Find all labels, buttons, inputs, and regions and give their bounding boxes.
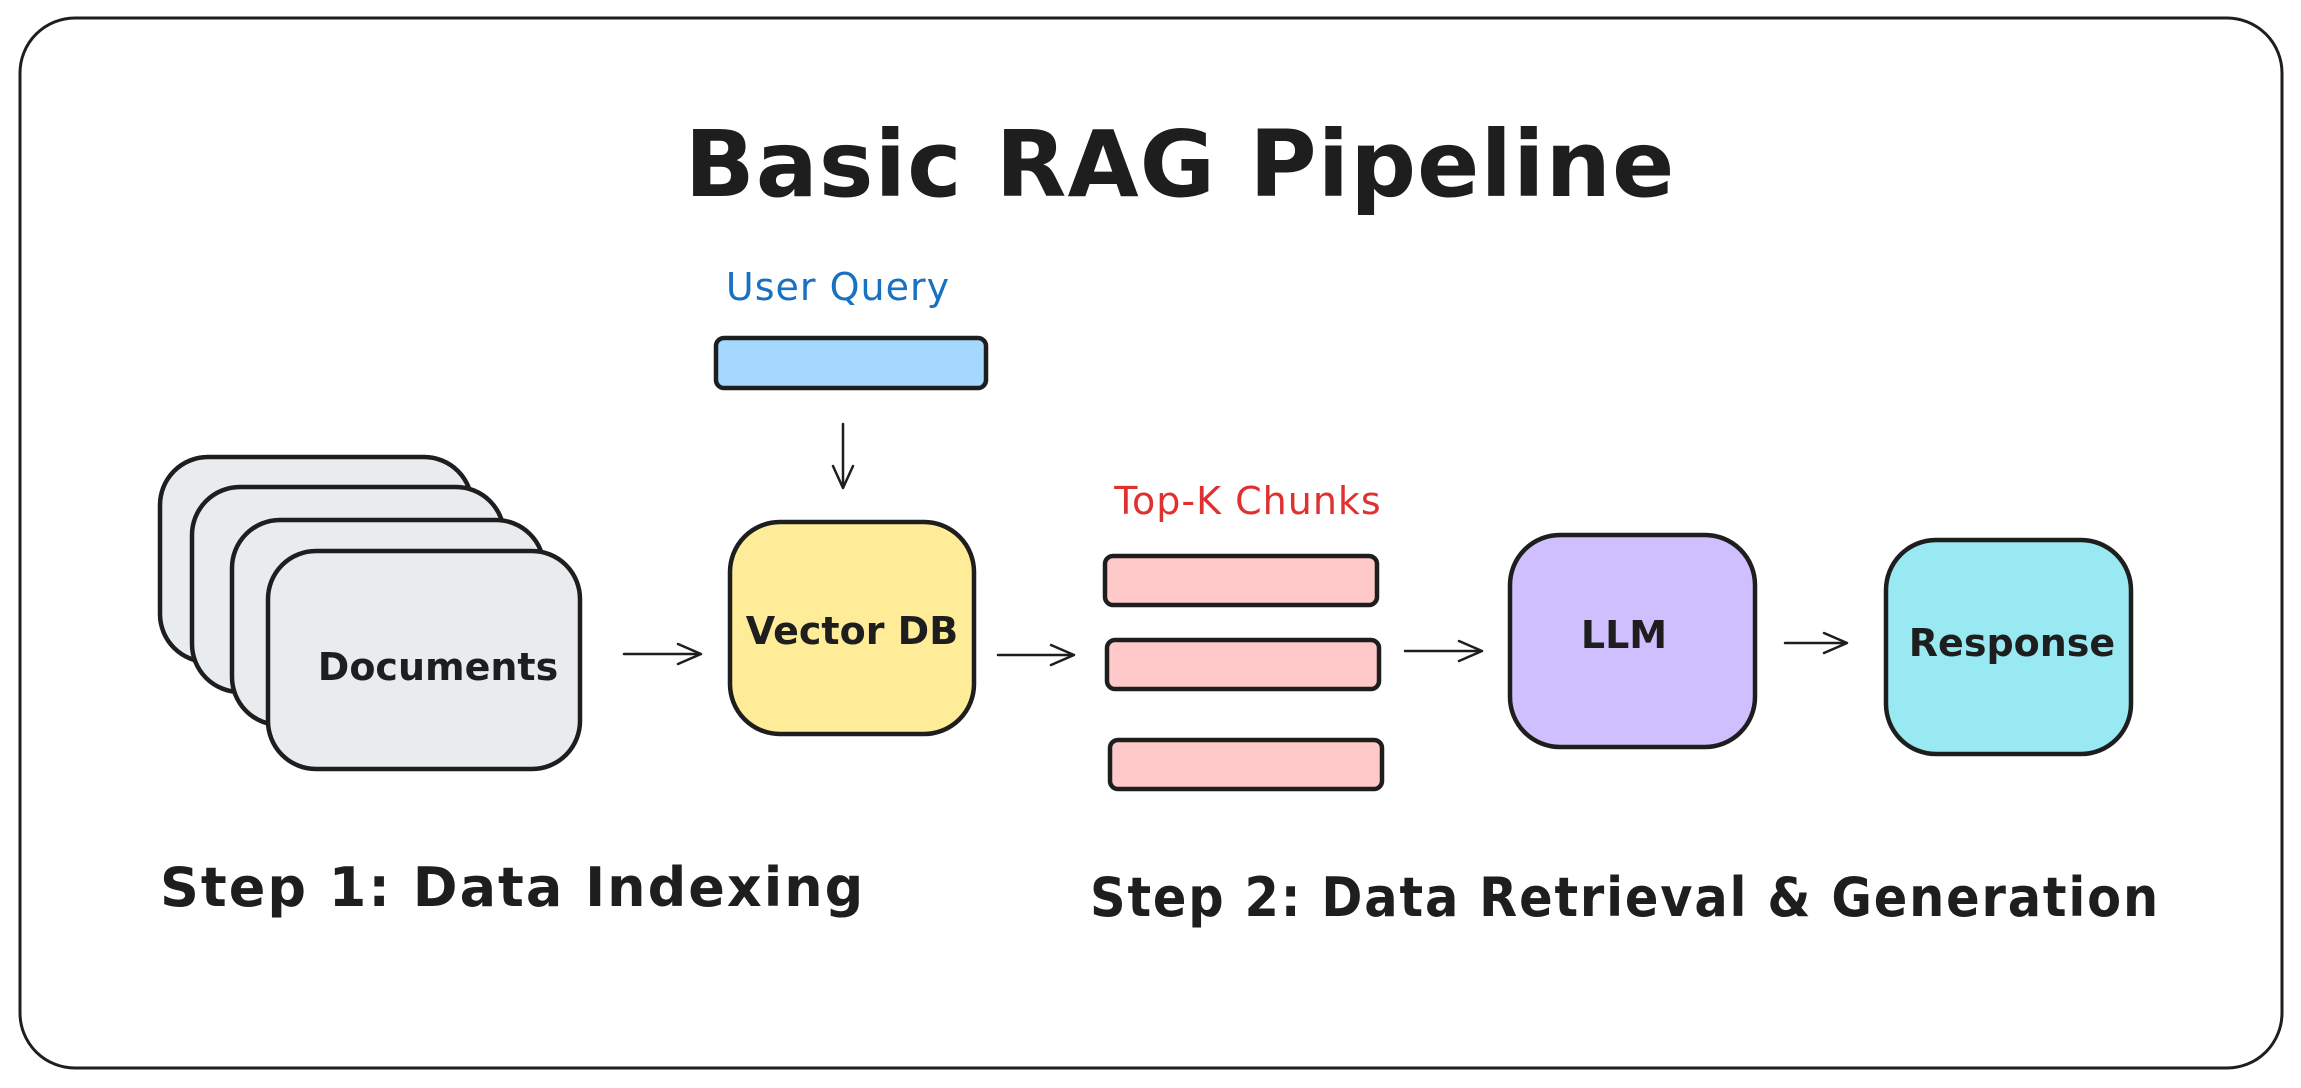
- response-box: [1883, 537, 2134, 757]
- user-query-label: User Query: [726, 265, 950, 309]
- llm-box: [1507, 532, 1758, 750]
- documents-stack: Documents: [157, 454, 583, 772]
- arrow-vector-db-to-chunks: [996, 643, 1076, 667]
- documents-label: Documents: [318, 645, 558, 689]
- llm-label: LLM: [1581, 613, 1667, 657]
- chunk-box: [1107, 737, 1385, 792]
- diagram-title: Basic RAG Pipeline: [685, 111, 1676, 218]
- response-label: Response: [1909, 621, 2115, 665]
- chunk-box: [1102, 553, 1380, 608]
- arrow-llm-to-response: [1783, 631, 1849, 655]
- documents-box: [265, 548, 583, 772]
- chunk-box: [1104, 637, 1382, 692]
- step-1-caption: Step 1: Data Indexing: [160, 856, 865, 919]
- arrow-documents-to-vector-db: [622, 642, 703, 666]
- top-k-chunks-label: Top-K Chunks: [1113, 479, 1381, 523]
- arrow-user-query-to-vector-db: [831, 422, 855, 490]
- vector-db-box: [727, 519, 977, 737]
- outer-frame: [18, 16, 2284, 1070]
- step-2-caption: Step 2: Data Retrieval & Generation: [1090, 866, 2160, 929]
- arrow-chunks-to-llm: [1403, 639, 1484, 663]
- vector-db-label: Vector DB: [746, 609, 958, 653]
- user-query-box: [713, 335, 989, 391]
